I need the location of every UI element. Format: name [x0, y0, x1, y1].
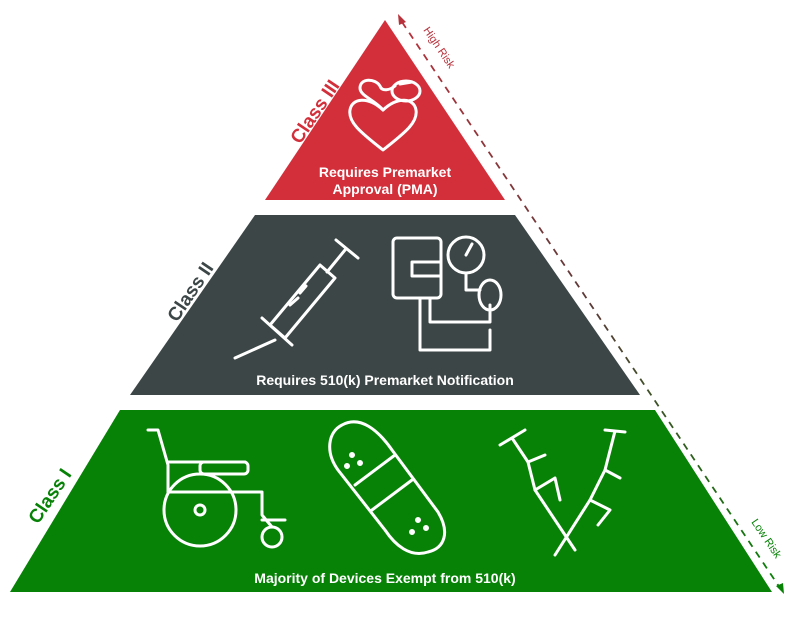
syringe-icon — [233, 238, 360, 360]
low-risk-arrowhead-icon — [776, 583, 784, 594]
tier-shape — [130, 215, 640, 395]
blood-pressure-monitor-icon — [391, 235, 503, 352]
wheelchair-icon — [146, 428, 287, 549]
crutches-icon — [498, 428, 627, 557]
tier-description: Majority of Devices Exempt from 510(k) — [254, 570, 515, 586]
pacemaker-heart-icon — [348, 78, 422, 152]
risk-arrow-line — [401, 21, 781, 589]
tier-description: Requires 510(k) Premarket Notification — [256, 372, 514, 388]
bandage-icon — [328, 420, 447, 555]
high-risk-label: High Risk — [421, 25, 458, 71]
tier-class-ii: Requires 510(k) Premarket Notification C… — [130, 215, 640, 395]
tier-class-i: Majority of Devices Exempt from 510(k) C… — [10, 410, 772, 592]
high-risk-arrowhead-icon — [398, 14, 406, 25]
tier-shape — [10, 410, 772, 592]
tier-class-iii: Requires Premarket Approval (PMA) Class … — [265, 20, 505, 200]
low-risk-label: Low Risk — [749, 517, 784, 561]
tier-description-line2: Approval (PMA) — [333, 181, 438, 197]
tier-description-line1: Requires Premarket — [319, 164, 452, 180]
